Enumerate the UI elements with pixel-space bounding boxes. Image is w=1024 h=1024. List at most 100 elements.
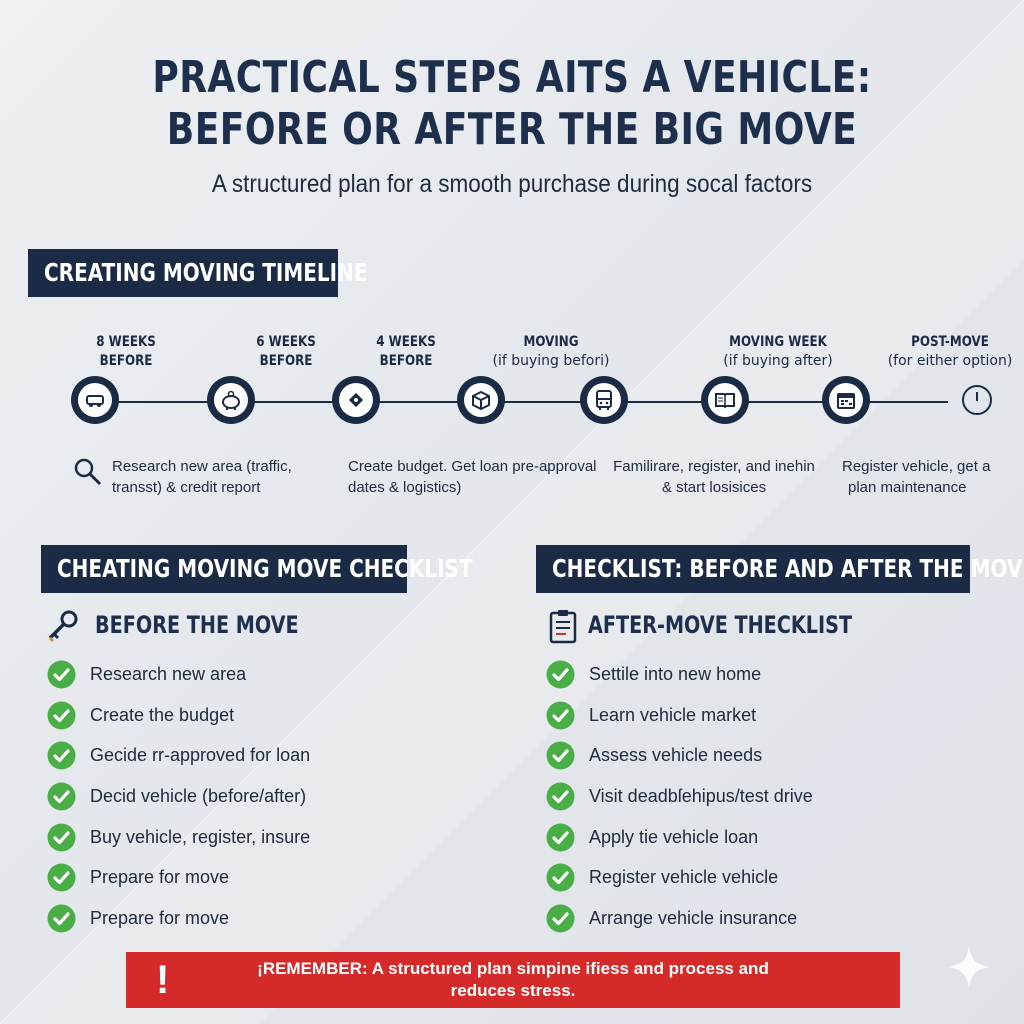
timeline-description-line: plan maintenance (848, 479, 967, 496)
after-move-item: Assess vehicle needs (546, 735, 813, 776)
left-checklist-subheading-text: BEFORE THE MOVE (95, 611, 299, 639)
check-icon (47, 701, 76, 730)
timeline-line (78, 401, 948, 403)
timeline-heading-text: CREATING MOVING TIMELINE (44, 258, 368, 287)
clipboard-icon (549, 610, 577, 644)
timeline-description-4: Register vehicle, get a plan maintenance (842, 456, 990, 498)
check-icon (546, 741, 575, 770)
timeline-step-title: BEFORE (99, 353, 153, 369)
check-icon (47, 741, 76, 770)
timeline-node-4 (457, 376, 505, 424)
timeline-node-6 (701, 376, 749, 424)
reminder-text-line: ¡REMEMBER: A structured plan simpine ifi… (257, 959, 769, 978)
after-move-item-label: Learn vehicle market (589, 704, 757, 725)
check-icon (546, 904, 575, 933)
check-icon (546, 782, 575, 811)
piggy-bank-icon (222, 390, 240, 410)
after-move-item-label: Assess vehicle needs (589, 745, 763, 766)
timeline-step-title: MOVING WEEK (729, 334, 827, 350)
page-subtitle: A structured plan for a smooth purchase … (211, 170, 813, 198)
before-move-item-label: Gecide rr-approved for loan (90, 745, 311, 766)
timeline-node-2 (207, 376, 255, 424)
timeline-step-title: 8 WEEKS (96, 334, 156, 350)
check-icon (47, 660, 76, 689)
check-icon (47, 782, 76, 811)
calendar-icon (837, 393, 855, 409)
timeline-step-note: (for either option) (887, 353, 1013, 369)
timeline-step-label-8: POST-MOVE (for either option) (875, 333, 1024, 371)
before-move-item: Buy vehicle, register, insure (47, 817, 310, 858)
timeline-description-line: Research new area (traffic, (112, 458, 292, 475)
before-move-item-label: Prepare for move (90, 867, 230, 888)
timeline-description-2: Create budget. Get loan pre-approval dat… (348, 456, 597, 498)
timeline-node-5 (580, 376, 628, 424)
timeline-description-line: Familirare, register, and inehin (613, 458, 815, 475)
before-move-item-label: Decid vehicle (before/after) (90, 785, 307, 806)
check-icon (47, 904, 76, 933)
timeline-description-3: Familirare, register, and inehin & start… (608, 456, 820, 498)
before-move-item: Research new area (47, 654, 310, 695)
timeline-step-label-1: 8 WEEKS BEFORE (51, 333, 201, 371)
before-move-item: Create the budget (47, 695, 310, 736)
page-title-line2: BEFORE OR AFTER THE BIG MOVE (166, 104, 858, 155)
timeline-step-title: POST-MOVE (911, 334, 989, 350)
timeline-description-line: dates & logistics) (348, 479, 462, 496)
before-move-item-label: Research new area (90, 663, 247, 684)
timeline-step-label-2: 6 WEEKS BEFORE (211, 333, 361, 371)
before-move-item-label: Prepare for move (90, 907, 230, 928)
timeline-step-title: BEFORE (259, 353, 313, 369)
timeline-step-label-3: 4 WEEKS BEFORE (331, 333, 481, 371)
reminder-text: ¡REMEMBER: A structured plan simpine ifi… (186, 958, 840, 1002)
check-icon (546, 863, 575, 892)
after-move-item: Visit deadbſehipus/test drive (546, 776, 813, 817)
after-move-item-label: Visit deadbſehipus/test drive (589, 785, 813, 806)
left-checklist-heading: CHEATING MOVING MOVE CHECKLIST (41, 545, 473, 593)
timeline-node-8 (953, 376, 1001, 424)
after-move-item-label: Settile into new home (589, 663, 762, 684)
timeline-description-line: Register vehicle, get a (842, 458, 991, 475)
before-move-item: Decid vehicle (before/after) (47, 776, 310, 817)
tag-icon (348, 392, 364, 408)
left-checklist-heading-text: CHEATING MOVING MOVE CHECKLIST (57, 554, 473, 583)
timeline-description-line: transst) & credit report (112, 479, 261, 496)
right-checklist-heading-text: CHECKLIST: BEFORE AND AFTER THE MOVE (552, 554, 1024, 583)
magnifier-icon (74, 458, 102, 486)
timeline-description-1: Research new area (traffic, transst) & c… (112, 456, 292, 498)
timeline-description-line: Create budget. Get loan pre-approval (348, 458, 597, 475)
box-icon (472, 390, 490, 411)
book-icon (715, 393, 735, 409)
check-icon (47, 863, 76, 892)
page-title-line1: PRACTICAL STEPS AITS A VEHICLE: (152, 52, 872, 103)
after-move-item-label: Arrange vehicle insurance (589, 907, 798, 928)
after-move-item: Register vehicle vehicle (546, 857, 813, 898)
timeline-description-line: & start losisices (661, 479, 767, 496)
car-icon (86, 395, 104, 407)
right-checklist-heading: CHECKLIST: BEFORE AND AFTER THE MOVE (536, 545, 1024, 593)
key-icon (48, 610, 78, 643)
timeline-step-title: MOVING (523, 334, 579, 350)
after-move-item: Learn vehicle market (546, 695, 813, 736)
left-checklist-subheading: BEFORE THE MOVE (95, 611, 350, 639)
timeline-step-note: (if buying befori) (492, 353, 610, 369)
timeline-node-7 (822, 376, 870, 424)
timeline-step-label-4: MOVING (if buying befori) (476, 333, 626, 371)
check-icon (47, 823, 76, 852)
check-icon (546, 701, 575, 730)
clock-icon (962, 385, 992, 415)
check-icon (546, 660, 575, 689)
right-checklist-subheading: AFTER-MOVE THECKLIST (588, 611, 918, 639)
before-move-item-label: Buy vehicle, register, insure (90, 826, 311, 847)
bus-icon (596, 390, 612, 410)
timeline-step-title: BEFORE (379, 353, 433, 369)
sparkle-icon (947, 945, 991, 989)
timeline-heading: CREATING MOVING TIMELINE (28, 249, 368, 297)
after-move-item: Settile into new home (546, 654, 813, 695)
timeline-step-note: (if buying after) (723, 353, 833, 369)
check-icon (546, 823, 575, 852)
before-move-item: Gecide rr-approved for loan (47, 735, 310, 776)
before-move-item: Prepare for move (47, 857, 310, 898)
right-checklist-subheading-text: AFTER-MOVE THECKLIST (588, 611, 853, 639)
before-move-item: Prepare for move (47, 898, 310, 939)
